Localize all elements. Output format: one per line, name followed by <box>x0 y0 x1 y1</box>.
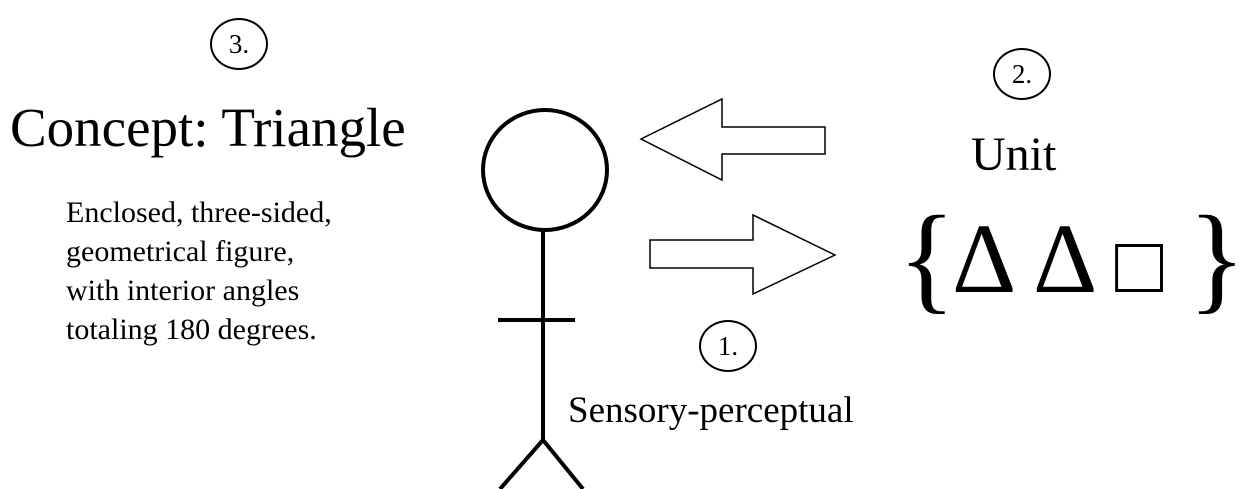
triangle-symbol-2: Δ <box>1033 203 1097 314</box>
definition-line: Enclosed, three-sided, <box>66 196 332 229</box>
square-symbol: □ <box>1115 222 1163 310</box>
sensory-perceptual-label: Sensory-perceptual <box>568 390 854 431</box>
definition-line: with interior angles <box>66 274 300 307</box>
step-3-number: 3. <box>210 18 268 70</box>
step-2-number: 2. <box>993 48 1051 100</box>
concept-definition: Enclosed, three-sided, geometrical figur… <box>66 193 332 349</box>
arrow-left-icon <box>639 97 826 182</box>
concept-title: Concept: Triangle <box>10 97 406 158</box>
brace-open: { <box>898 191 956 324</box>
triangle-symbol-1: Δ <box>952 203 1016 314</box>
unit-label: Unit <box>971 128 1057 181</box>
definition-line: geometrical figure, <box>66 235 295 268</box>
step-1-number: 1. <box>699 320 757 372</box>
brace-close: } <box>1188 191 1239 324</box>
definition-line: totaling 180 degrees. <box>66 313 317 346</box>
arrow-right-icon <box>649 213 837 296</box>
stick-figure-icon <box>481 108 609 489</box>
